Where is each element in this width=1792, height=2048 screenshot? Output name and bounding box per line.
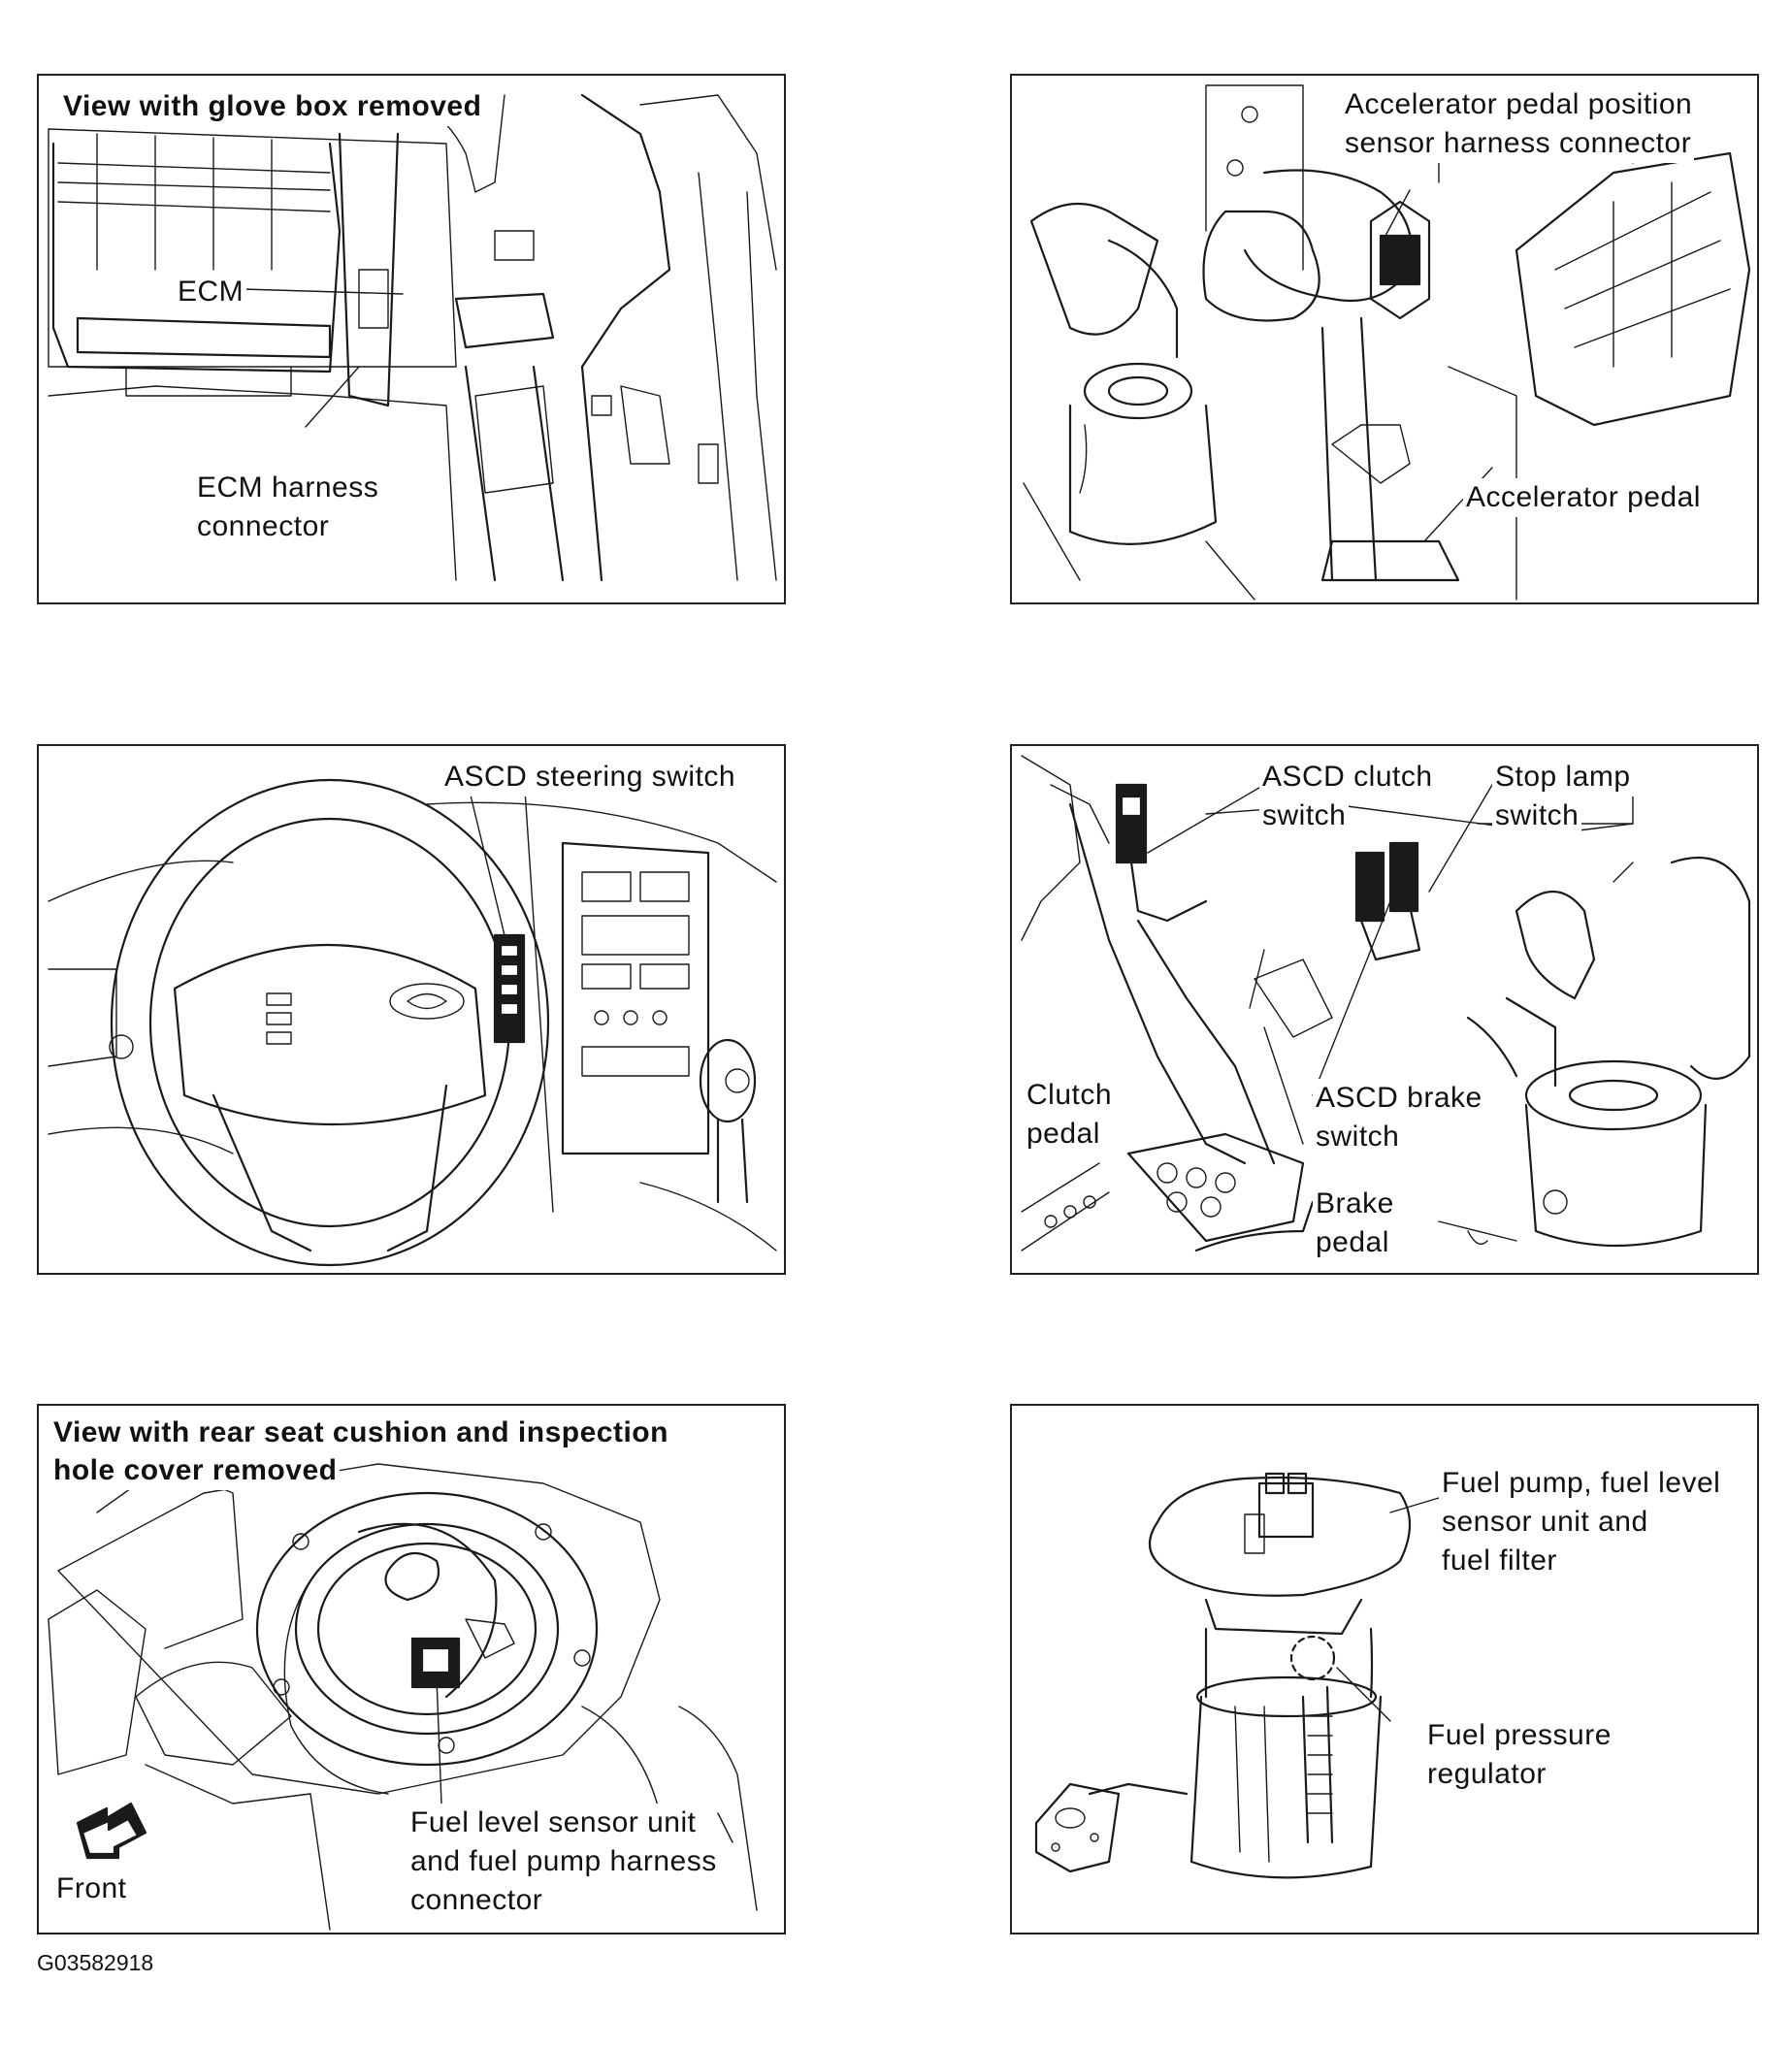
- brake-pedal-label: Brake: [1313, 1185, 1397, 1223]
- ascd-brake-switch-label-line2: switch: [1313, 1118, 1403, 1156]
- ascd-steering-switch-label: ASCD steering switch: [441, 758, 739, 796]
- panel-fuel-pump: Fuel pump, fuel level sensor unit and fu…: [1010, 1404, 1759, 1934]
- panel-title: View with rear seat cushion and inspecti…: [50, 1414, 671, 1452]
- panel-steering-switch: ASCD steering switch: [37, 744, 786, 1275]
- stop-lamp-switch-label-line2: switch: [1492, 796, 1582, 835]
- ascd-clutch-switch-label-line2: switch: [1259, 796, 1350, 835]
- fuel-pump-unit-label-line3: fuel filter: [1439, 1542, 1560, 1580]
- panel-title: View with glove box removed: [60, 87, 485, 126]
- fuel-connector-label-line2: and fuel pump harness: [407, 1842, 720, 1881]
- panel-accelerator: Accelerator pedal position sensor harnes…: [1010, 74, 1759, 604]
- fuel-pressure-regulator-label: Fuel pressure: [1424, 1716, 1614, 1755]
- front-direction-label: Front: [56, 1872, 127, 1904]
- fuel-pump-unit-label: Fuel pump, fuel level: [1439, 1464, 1724, 1503]
- figure-id: G03582918: [37, 1950, 154, 1975]
- ecm-harness-label: ECM harness: [194, 469, 382, 507]
- accel-sensor-label: Accelerator pedal position: [1342, 85, 1696, 124]
- panel-pedal-switches: ASCD clutch switch Stop lamp switch Clut…: [1010, 744, 1759, 1275]
- panel-title-line2: hole cover removed: [50, 1451, 341, 1490]
- stop-lamp-switch-label: Stop lamp: [1492, 758, 1634, 796]
- clutch-pedal-label-line2: pedal: [1024, 1115, 1103, 1154]
- ecm-illustration: [48, 93, 777, 582]
- ascd-clutch-switch-label: ASCD clutch: [1259, 758, 1436, 796]
- steering-wheel-illustration: [48, 774, 777, 1267]
- fuel-pump-unit-label-line2: sensor unit and: [1439, 1503, 1651, 1542]
- brake-pedal-label-line2: pedal: [1313, 1223, 1392, 1262]
- fuel-access-illustration: [48, 1463, 758, 1931]
- accel-pedal-label: Accelerator pedal: [1463, 478, 1704, 517]
- accel-sensor-label-line2: sensor harness connector: [1342, 124, 1695, 163]
- accelerator-illustration: [1023, 84, 1751, 601]
- fuel-pump-illustration: [1034, 1472, 1440, 1879]
- ecm-label: ECM: [175, 273, 247, 311]
- ecm-harness-label-line2: connector: [194, 507, 333, 546]
- fuel-connector-label: Fuel level sensor unit: [407, 1804, 700, 1842]
- panel-ecm-location: View with glove box removed ECM ECM harn…: [37, 74, 786, 604]
- clutch-pedal-label: Clutch: [1024, 1076, 1116, 1115]
- fuel-pressure-regulator-label-line2: regulator: [1424, 1755, 1549, 1794]
- ascd-brake-switch-label: ASCD brake: [1313, 1079, 1485, 1118]
- panel-fuel-access: View with rear seat cushion and inspecti…: [37, 1404, 786, 1934]
- fuel-connector-label-line3: connector: [407, 1881, 546, 1920]
